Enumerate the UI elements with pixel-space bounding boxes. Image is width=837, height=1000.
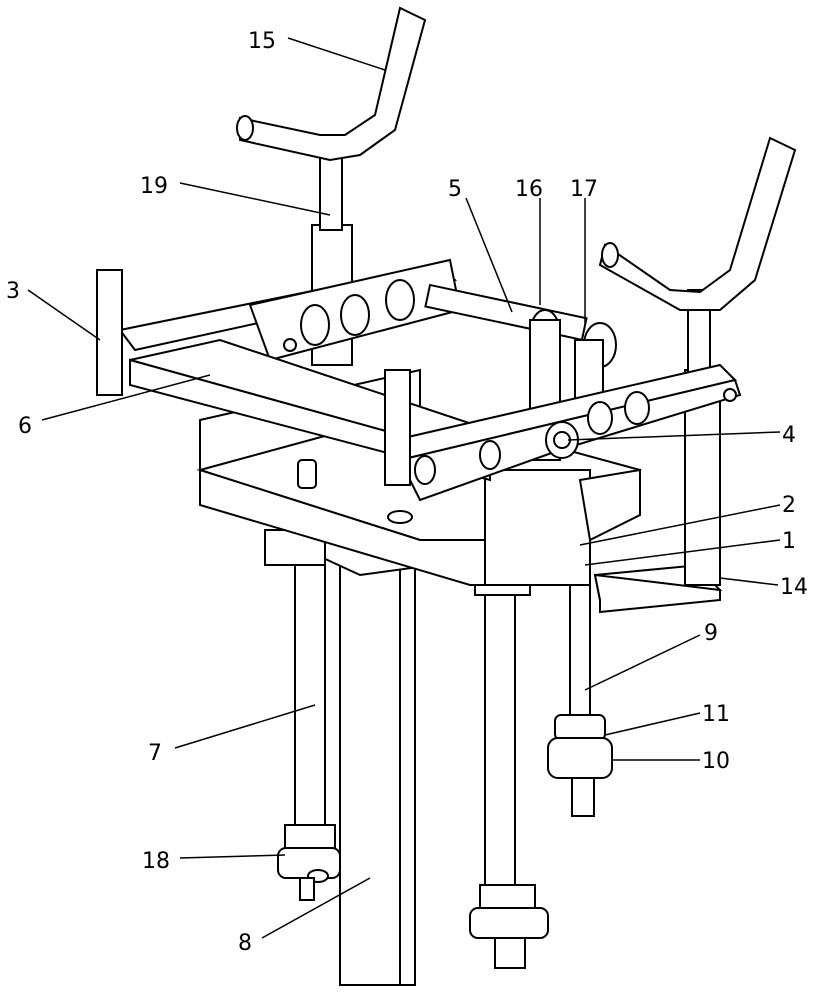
label-10: 10 (702, 749, 730, 774)
label-16: 16 (515, 177, 543, 202)
label-6: 6 (18, 414, 32, 439)
label-4: 4 (782, 423, 796, 448)
label-1: 1 (782, 529, 796, 554)
label-18: 18 (142, 849, 170, 874)
label-2: 2 (782, 493, 796, 518)
label-7: 7 (148, 741, 162, 766)
label-14: 14 (780, 575, 808, 600)
rod-right (470, 560, 548, 968)
label-3: 3 (6, 279, 20, 304)
label-19: 19 (140, 174, 168, 199)
label-15: 15 (248, 29, 276, 54)
rod-7 (265, 530, 340, 900)
label-11: 11 (702, 702, 730, 727)
label-9: 9 (704, 621, 718, 646)
label-17: 17 (570, 177, 598, 202)
label-5: 5 (448, 177, 462, 202)
label-8: 8 (238, 931, 252, 956)
